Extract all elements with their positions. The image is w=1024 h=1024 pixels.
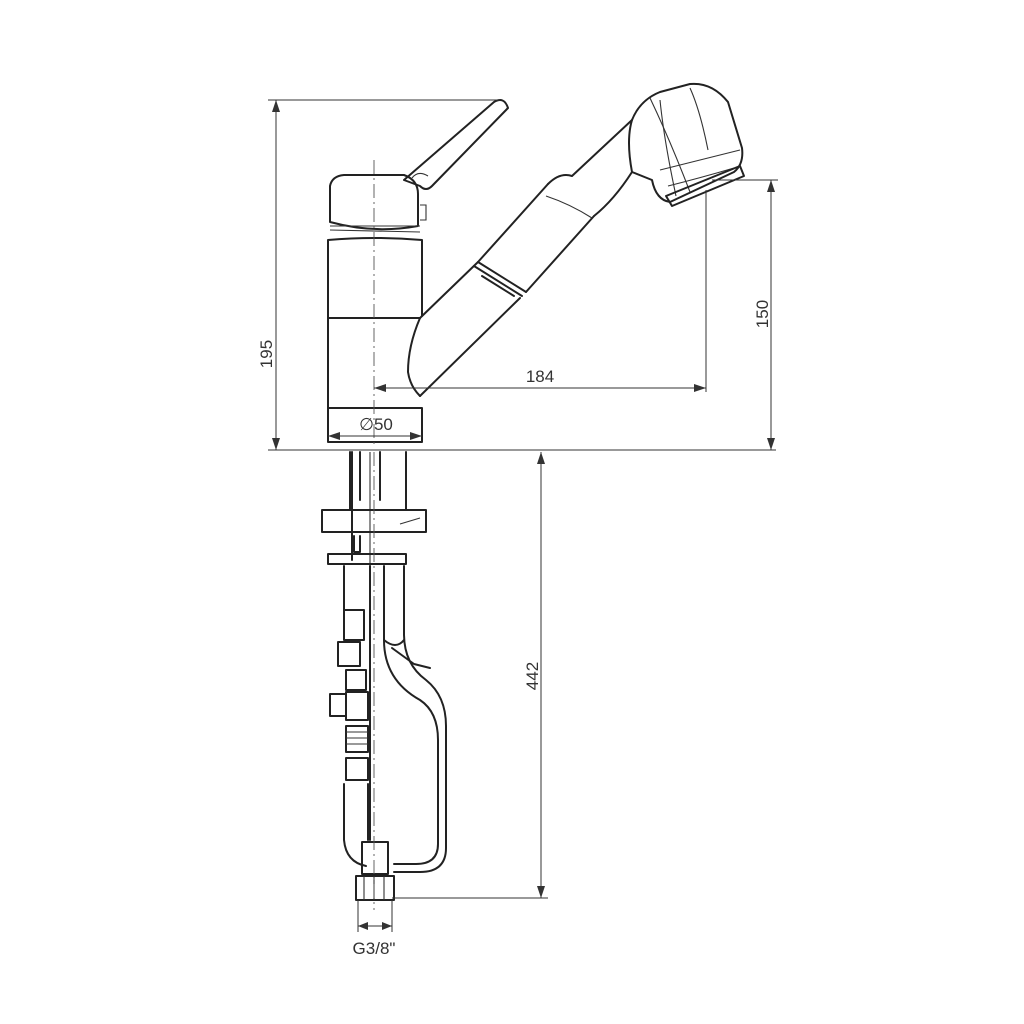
supply-line (329, 565, 395, 901)
faucet-body (327, 174, 427, 443)
dimension-below-deck-length: 442 (392, 452, 548, 899)
dimension-label-g3-8: G3/8" (353, 939, 396, 958)
dimension-connection-thread: G3/8" (353, 900, 396, 958)
lever-handle (403, 99, 509, 190)
hose (383, 565, 447, 873)
dimension-overall-height: 195 (257, 99, 500, 450)
dimension-label-150: 150 (753, 300, 772, 328)
dimension-label-442: 442 (523, 662, 542, 690)
dimension-body-diameter: ∅50 (328, 415, 422, 440)
dimension-label-195: 195 (257, 340, 276, 368)
pull-out-spout (407, 82, 745, 397)
dimension-spout-reach: 184 (374, 190, 707, 392)
dimension-spout-height: 150 (712, 179, 778, 450)
dimension-label-184: 184 (526, 367, 554, 386)
dimension-label-diameter-50: ∅50 (359, 415, 393, 434)
mounting-assembly (321, 451, 427, 640)
